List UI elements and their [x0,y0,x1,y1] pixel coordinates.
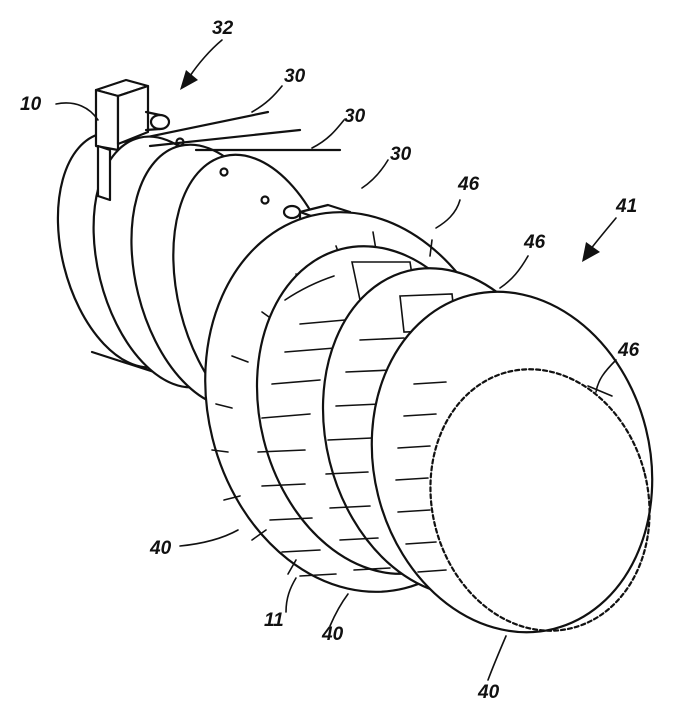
arrow-32 [180,40,222,90]
ref-30-a: 30 [284,66,306,87]
ref-40-c: 40 [477,682,500,703]
arrow-41 [582,218,616,262]
ref-30-b: 30 [344,106,366,127]
ref-41: 41 [615,196,637,217]
ref-10: 10 [20,94,42,115]
ref-40-a: 40 [149,538,172,559]
ref-46-b: 46 [523,232,546,253]
ref-46-c: 46 [617,340,640,361]
ref-11: 11 [264,610,284,631]
ref-32: 32 [212,18,234,39]
ref-40-b: 40 [321,624,344,645]
ref-46-a: 46 [457,174,480,195]
ref-30-c: 30 [390,144,412,165]
